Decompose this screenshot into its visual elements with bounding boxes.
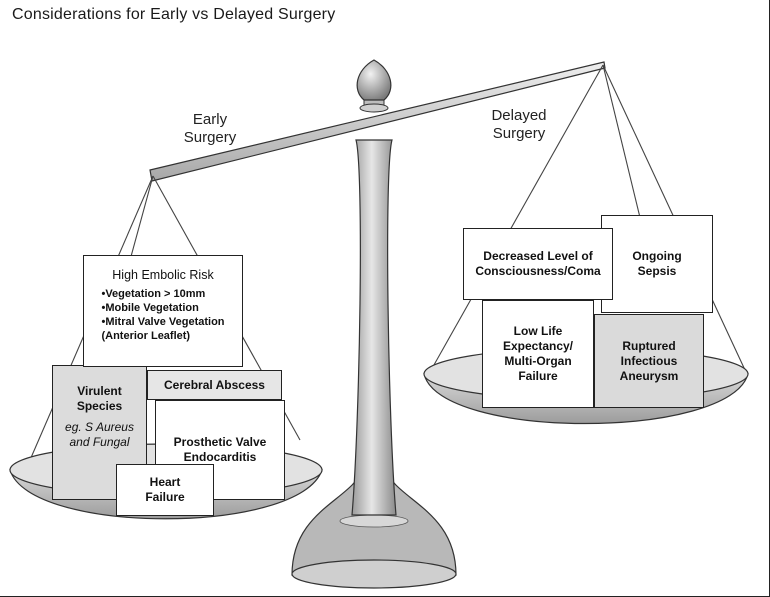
- cerebral-abscess-text: Cerebral Abscess: [164, 377, 265, 392]
- low-life-line-4: Failure: [518, 369, 558, 383]
- heart-failure-box: Heart Failure: [116, 464, 214, 516]
- ruptured-line-3: Aneurysm: [619, 368, 679, 383]
- early-surgery-label: Early Surgery: [170, 111, 250, 147]
- prosthetic-valve-line-1: Prosthetic Valve: [173, 435, 267, 449]
- high-embolic-risk-bullets: •Vegetation > 10mm •Mobile Vegetation •M…: [101, 287, 224, 343]
- scale-knob: [356, 59, 392, 113]
- low-life-expectancy-box: Low Life Expectancy/ Multi-Organ Failure: [482, 300, 594, 408]
- decreased-consciousness-line-1: Decreased Level of: [483, 249, 593, 263]
- bullet-vegetation-size: •Vegetation > 10mm: [101, 288, 206, 300]
- ruptured-line-1: Ruptured: [622, 338, 676, 353]
- ongoing-sepsis-line-2: Sepsis: [637, 264, 677, 278]
- decreased-consciousness-line-2: Consciousness/Coma: [475, 264, 601, 278]
- virulent-species-line-1: Virulent: [77, 384, 122, 398]
- low-life-line-1: Low Life: [513, 324, 563, 338]
- high-embolic-risk-heading: High Embolic Risk: [112, 268, 214, 282]
- prosthetic-valve-line-2: Endocarditis: [183, 450, 257, 464]
- ongoing-sepsis-line-1: Ongoing: [632, 249, 682, 263]
- ruptured-aneurysm-box: Ruptured Infectious Aneurysm: [594, 314, 704, 408]
- low-life-line-3: Multi-Organ: [504, 354, 572, 368]
- delayed-surgery-label: Delayed Surgery: [474, 107, 564, 143]
- early-surgery-label-line-2: Surgery: [183, 129, 237, 146]
- delayed-surgery-label-line-1: Delayed: [491, 107, 547, 124]
- virulent-example-line-2: and Fungal: [69, 435, 130, 449]
- diagram-title: Considerations for Early vs Delayed Surg…: [12, 6, 336, 23]
- ongoing-sepsis-box: Ongoing Sepsis: [601, 215, 713, 313]
- heart-failure-line-1: Heart: [149, 475, 181, 489]
- decreased-consciousness-box: Decreased Level of Consciousness/Coma: [463, 228, 613, 300]
- virulent-example-line-1: eg. S Aureus: [65, 420, 134, 434]
- low-life-line-2: Expectancy/: [502, 339, 574, 353]
- scale-pole: [351, 139, 397, 516]
- bullet-anterior-leaflet: (Anterior Leaflet): [101, 330, 191, 342]
- bullet-mobile-vegetation: •Mobile Vegetation: [101, 302, 199, 314]
- high-embolic-risk-box: High Embolic Risk •Vegetation > 10mm •Mo…: [83, 255, 243, 367]
- scale-base: [291, 469, 457, 589]
- early-surgery-label-line-1: Early: [192, 111, 228, 128]
- delayed-surgery-label-line-2: Surgery: [492, 125, 546, 142]
- cerebral-abscess-box: Cerebral Abscess: [147, 370, 282, 400]
- heart-failure-line-2: Failure: [145, 490, 185, 504]
- ruptured-line-2: Infectious: [620, 353, 678, 368]
- bullet-mitral-valve: •Mitral Valve Vegetation: [101, 316, 225, 328]
- virulent-species-line-2: Species: [76, 399, 123, 413]
